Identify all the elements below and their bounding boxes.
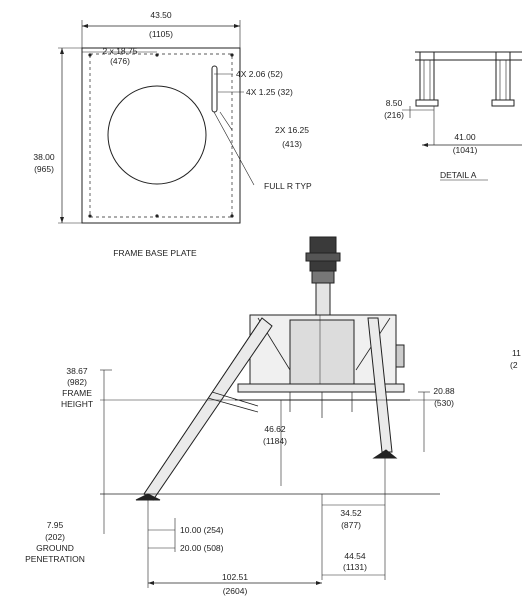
plate-height-in: 38.00 xyxy=(33,152,55,162)
plate-side-in: 2X 16.25 xyxy=(275,125,309,135)
plate-width-in: 43.50 xyxy=(150,10,172,20)
mid-height-mm: (1184) xyxy=(263,436,287,446)
detail-offset-in: 8.50 xyxy=(386,98,403,108)
right-offset-mm: (1131) xyxy=(343,562,367,572)
elevation-view xyxy=(100,236,440,588)
plate-slot-b: 4X 1.25 (32) xyxy=(246,87,293,97)
frame-height-label-2: HEIGHT xyxy=(61,399,93,409)
frame-height-label-1: FRAME xyxy=(62,388,92,398)
base-plate-center-hole xyxy=(107,85,207,185)
leg-offset-mm: (877) xyxy=(341,520,361,530)
plate-spacing-in: 2 x 18.75 xyxy=(103,46,138,56)
plate-caption: FRAME BASE PLATE xyxy=(113,248,197,258)
edge-label-bottom: (2 xyxy=(510,360,518,370)
detail-span-mm: (1041) xyxy=(453,145,478,155)
right-foot xyxy=(372,449,398,459)
detail-a-view xyxy=(402,51,522,147)
frame-height-mm: (982) xyxy=(67,377,87,387)
left-diagonal-leg xyxy=(143,317,273,501)
penetration-mm: (202) xyxy=(45,532,65,542)
plate-spacing-mm: (476) xyxy=(110,56,130,66)
base-plate-bolt-pattern xyxy=(89,53,233,218)
base-plate-slot xyxy=(211,65,218,113)
detail-span-in: 41.00 xyxy=(454,132,476,142)
right-diagonal-leg xyxy=(367,317,393,453)
drive-shaft xyxy=(315,282,331,316)
right-height-in: 20.88 xyxy=(433,386,455,396)
penetration-label-2: PENETRATION xyxy=(25,554,85,564)
foot-dim-b: 20.00 (508) xyxy=(180,543,224,553)
plate-side-mm: (413) xyxy=(282,139,302,149)
total-length-in: 102.51 xyxy=(222,572,248,582)
plate-width-mm: (1105) xyxy=(149,29,173,39)
frame-height-in: 38.67 xyxy=(66,366,88,376)
detail-caption: DETAIL A xyxy=(440,170,477,180)
plate-full-r: FULL R TYP xyxy=(264,181,312,191)
base-plate-corner-holes xyxy=(88,53,234,218)
mid-height-in: 46.62 xyxy=(264,424,286,434)
leg-offset-in: 34.52 xyxy=(340,508,362,518)
right-height-mm: (530) xyxy=(434,398,454,408)
penetration-label-1: GROUND xyxy=(36,543,74,553)
total-length-mm: (2604) xyxy=(223,586,248,596)
plate-slot-a: 4X 2.06 (52) xyxy=(236,69,283,79)
frame-base-plate-view xyxy=(58,20,255,224)
plate-height-mm: (965) xyxy=(34,164,54,174)
edge-label-top: 11 xyxy=(512,348,521,358)
detail-offset-mm: (216) xyxy=(384,110,404,120)
right-offset-in: 44.54 xyxy=(344,551,366,561)
base-plate-outline xyxy=(81,47,241,224)
penetration-in: 7.95 xyxy=(47,520,64,530)
foot-dim-a: 10.00 (254) xyxy=(180,525,224,535)
